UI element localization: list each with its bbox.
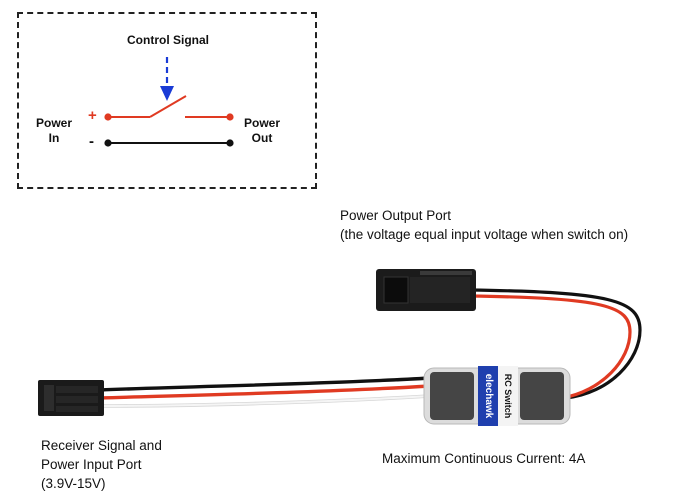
input-wire-black bbox=[99, 376, 431, 392]
positive-output-terminal bbox=[226, 113, 234, 121]
output-port-title: Power Output Port bbox=[340, 208, 452, 223]
control-signal-label: Control Signal bbox=[127, 33, 209, 47]
power-out-line1: Power bbox=[243, 116, 280, 130]
switch-lever bbox=[149, 95, 187, 118]
device-brand-band bbox=[478, 366, 498, 426]
output-port-label: Power Output Port (the voltage equal inp… bbox=[340, 206, 628, 244]
device-model-text: RC Switch bbox=[503, 373, 513, 419]
power-in-label: Power In bbox=[32, 116, 76, 146]
input-port-label: Receiver Signal and Power Input Port (3.… bbox=[41, 436, 162, 493]
negative-output-terminal bbox=[226, 139, 234, 147]
minus-sign: - bbox=[89, 133, 94, 150]
power-in-line2: In bbox=[48, 131, 60, 145]
output-wire-black bbox=[469, 288, 642, 400]
control-signal-arrowhead bbox=[160, 86, 174, 101]
schematic-frame bbox=[17, 12, 317, 189]
device-model-band bbox=[498, 366, 518, 426]
output-wire-red bbox=[469, 294, 632, 400]
power-in-line1: Power bbox=[35, 116, 72, 130]
output-port-note: (the voltage equal input voltage when sw… bbox=[340, 227, 629, 242]
input-port-line2: Power Input Port bbox=[41, 457, 142, 472]
power-out-line2: Out bbox=[251, 131, 273, 145]
input-port-line1: Receiver Signal and bbox=[41, 438, 162, 453]
device-brand-text: elechawk bbox=[483, 373, 494, 419]
power-out-label: Power Out bbox=[240, 116, 284, 146]
input-port-line3: (3.9V-15V) bbox=[41, 476, 106, 491]
max-current-label: Maximum Continuous Current: 4A bbox=[382, 451, 586, 466]
input-wire-red bbox=[99, 384, 431, 400]
plus-sign: + bbox=[88, 107, 97, 124]
